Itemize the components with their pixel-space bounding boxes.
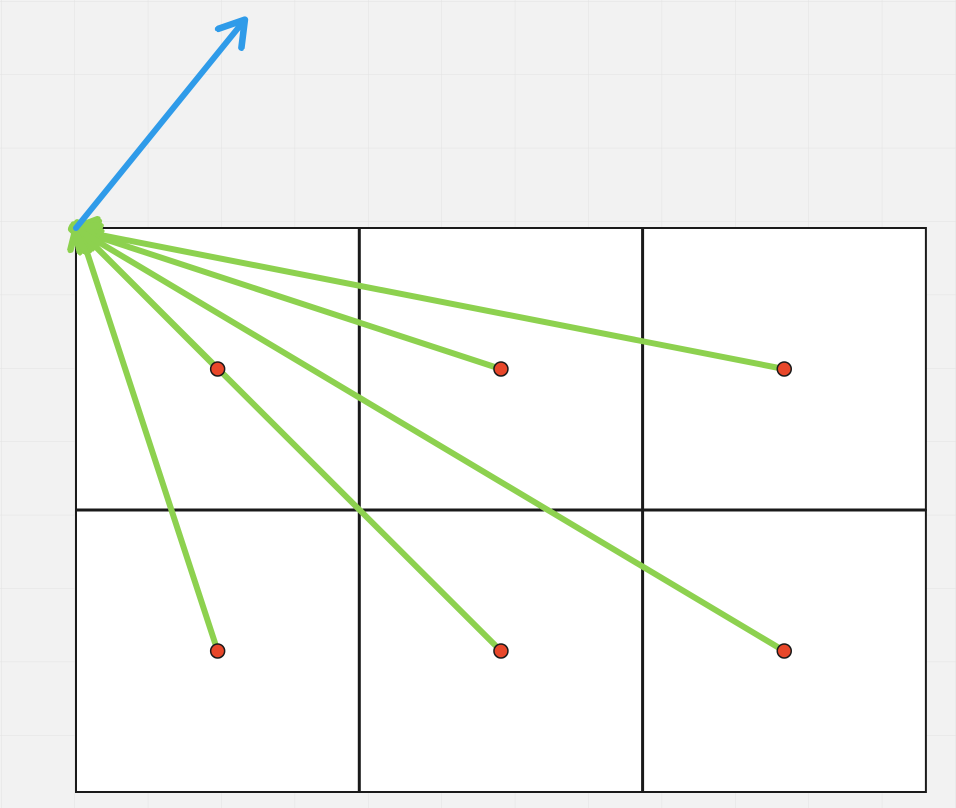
cell-center-point-r0-c2 <box>776 361 792 377</box>
blue-direction-arrow <box>73 22 243 231</box>
vector-arrow-r0-c1 <box>80 231 504 372</box>
vector-arrow-r1-c2 <box>80 231 788 654</box>
vector-arrow-r1-c0 <box>80 231 221 654</box>
cell-center-point-r1-c0 <box>209 643 226 659</box>
grid-cells <box>75 227 927 793</box>
cell-center-points <box>209 361 792 659</box>
vector-arrows <box>73 22 788 654</box>
cell-center-point-r0-c0 <box>209 361 226 377</box>
cell-center-point-r1-c2 <box>776 643 792 659</box>
cell-center-point-r0-c1 <box>493 361 509 377</box>
vector-arrow-r1-c1 <box>80 231 504 654</box>
cell-center-point-r1-c1 <box>493 643 509 659</box>
vector-arrow-r0-c2 <box>80 231 788 372</box>
